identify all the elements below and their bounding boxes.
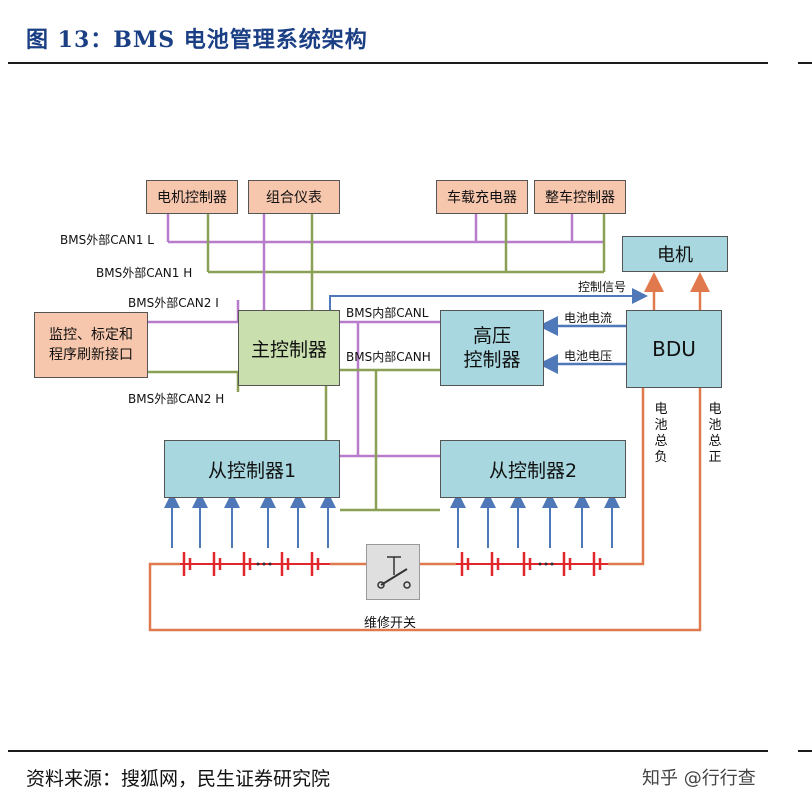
switch-icon: [377, 556, 411, 589]
vehicle-controller-block: 整车控制器: [534, 180, 626, 214]
control-signal-line: [329, 288, 648, 310]
internal-canh-bus: [324, 368, 440, 512]
battery-current-label: 电池电流: [564, 311, 613, 325]
motor-label: 电机: [657, 245, 693, 266]
internal-canh-label: BMS内部CANH: [346, 350, 431, 364]
bottom-rule-tail: [798, 750, 812, 752]
motor-block: 电机: [622, 236, 728, 272]
master-controller-label: 主控制器: [250, 338, 327, 361]
internal-canl-label: BMS内部CANL: [346, 306, 429, 320]
can1-h-label: BMS外部CAN1 H: [96, 266, 193, 280]
can2-h-label: BMS外部CAN2 H: [128, 392, 225, 406]
sensor-arrows: [164, 492, 620, 548]
battery-voltage-label: 电池电压: [564, 349, 613, 363]
charger-label: 车载充电器: [447, 190, 517, 206]
top-rule: [8, 62, 768, 64]
can2-h-bus: [148, 370, 240, 392]
slave-controller-2-block: 从控制器2: [440, 440, 626, 498]
power-loop: [148, 388, 702, 632]
battery-cells: [180, 552, 608, 576]
master-controller-block: 主控制器: [238, 310, 340, 386]
figure-title: 图 13：BMS 电池管理系统架构: [26, 27, 368, 53]
battery-positive-label: 电池总正: [708, 402, 722, 465]
bdu-to-motor-arrows: [644, 272, 710, 310]
slave-controller-1-block: 从控制器1: [164, 440, 340, 498]
slave-controller-1-label: 从控制器1: [207, 459, 297, 482]
slave-controller-2-label: 从控制器2: [488, 459, 578, 482]
bdu-to-hv-arrows: [538, 316, 626, 374]
battery-negative-label: 电池总负: [654, 402, 668, 465]
charger-block: 车载充电器: [436, 180, 528, 214]
top-rule-tail: [798, 62, 812, 64]
hv-controller-block: 高压 控制器: [440, 310, 544, 386]
motor-controller-label: 电机控制器: [157, 190, 227, 206]
bdu-block: BDU: [626, 310, 722, 388]
combo-meter-label: 组合仪表: [266, 190, 322, 206]
service-switch: [366, 544, 420, 600]
motor-controller-block: 电机控制器: [146, 180, 238, 214]
control-signal-label: 控制信号: [578, 280, 627, 294]
watermark-text: 知乎 @行行查: [642, 768, 756, 789]
internal-canl-bus: [340, 320, 440, 458]
vehicle-controller-label: 整车控制器: [545, 190, 615, 206]
bdu-label: BDU: [652, 337, 696, 361]
combo-meter-block: 组合仪表: [248, 180, 340, 214]
monitor-interface-block: 监控、标定和 程序刷新接口: [34, 312, 148, 378]
service-switch-label: 维修开关: [364, 616, 417, 631]
monitor-interface-label: 监控、标定和 程序刷新接口: [49, 327, 133, 363]
source-note: 资料来源：搜狐网，民生证券研究院: [26, 768, 331, 790]
can2-l-label: BMS外部CAN2 I: [128, 296, 219, 310]
hv-controller-label: 高压 控制器: [463, 325, 521, 371]
bottom-rule: [8, 750, 768, 752]
cell-dots: [256, 562, 554, 566]
can1-h-bus: [206, 214, 606, 310]
can1-l-bus: [166, 214, 604, 244]
can1-l-label: BMS外部CAN1 L: [60, 233, 154, 247]
